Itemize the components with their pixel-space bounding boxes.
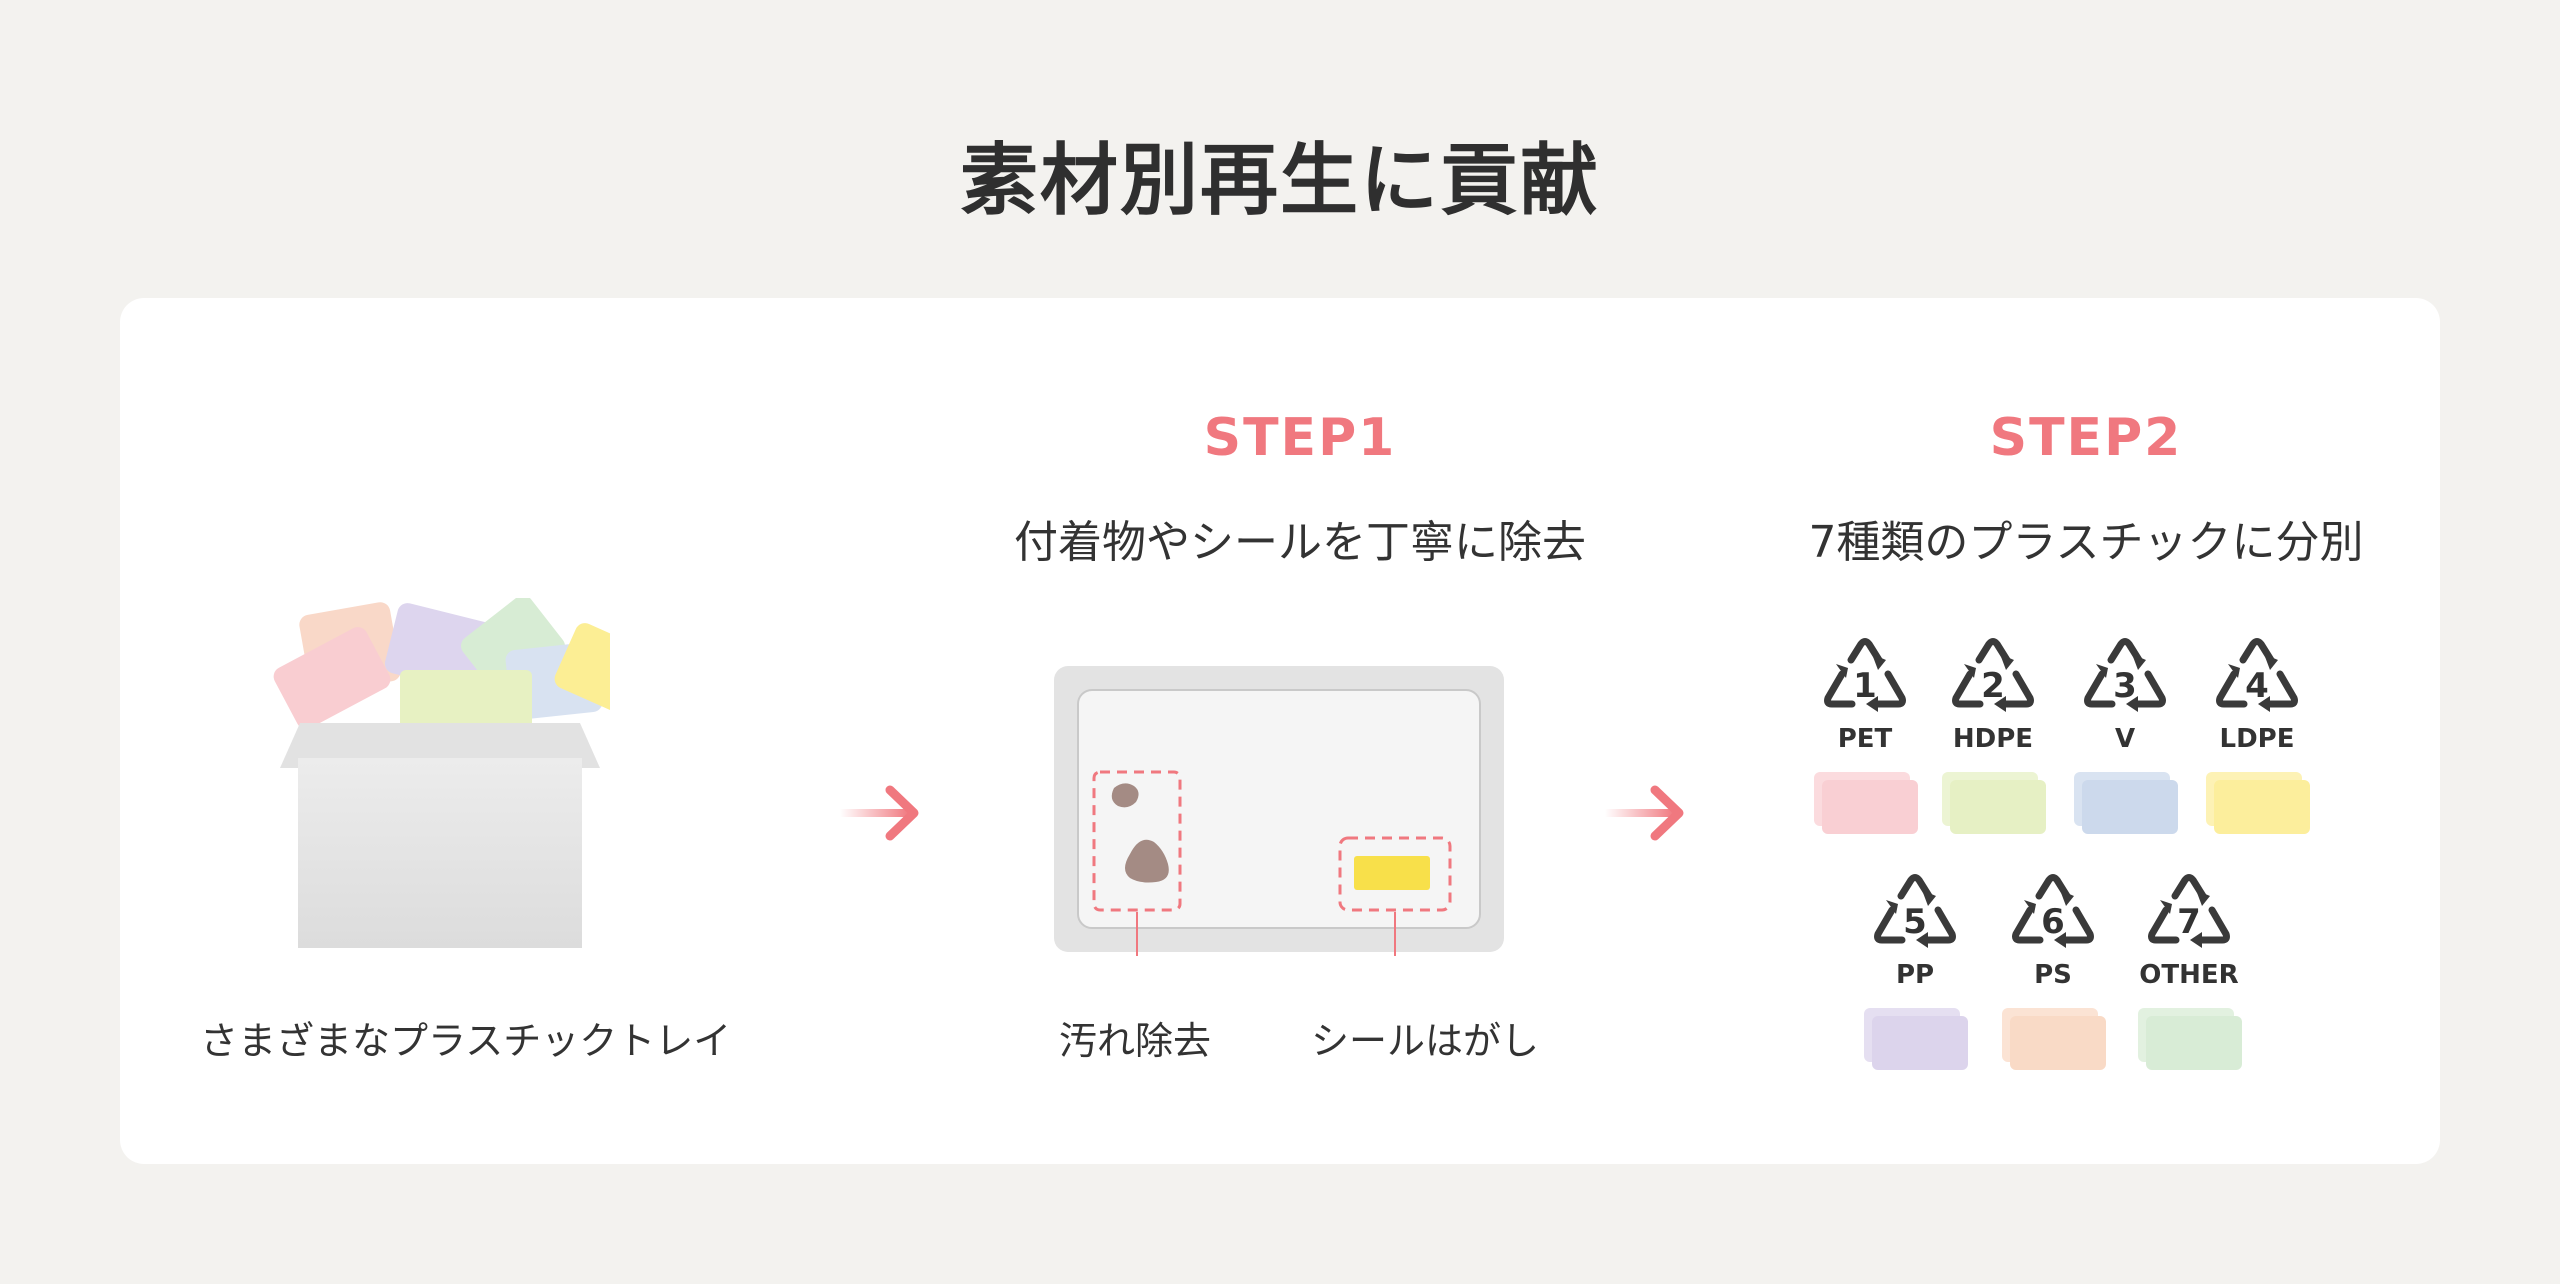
step1-description: 付着物やシールを丁寧に除去 [1014,517,1586,568]
swatch-front [1822,780,1918,834]
resin-code-name: HDPE [1952,724,2034,754]
step1-label: STEP1 [1203,408,1397,468]
resin-code-name: V [2114,724,2136,754]
swatch-front [2146,1016,2242,1070]
process-card: さまざまなプラスチックトレイ STEP1 付着物やシールを丁寧に除去 汚れ除去 … [120,298,2440,1164]
tray-swatch-5 [1864,1008,1968,1070]
stain-large [1125,839,1169,883]
swatch-front [1950,780,2046,834]
tray-swatch-1 [1814,772,1918,834]
resin-code-name: PP [1895,960,1935,990]
resin-code-number: 7 [2177,902,2201,942]
arrow-right-icon [1605,785,1684,841]
page-title: 素材別再生に貢献 [959,136,1600,226]
resin-code-number: 4 [2245,666,2269,706]
step2-description: 7種類のプラスチックに分別 [1808,517,2364,568]
recycle-icon [2084,638,2166,712]
tray-swatch-2 [1942,772,2046,834]
resin-code-name: PET [1837,724,1893,754]
recycle-icon [1874,874,1956,948]
resin-code-name: OTHER [2139,960,2239,990]
stain-small [1111,783,1139,808]
recycle-icon [2216,638,2298,712]
sticker-removal-caption: シールはがし [1310,1019,1539,1063]
tray-box-illustration [273,598,610,948]
swatch-front [2010,1016,2106,1070]
recycle-icon [2148,874,2230,948]
resin-code-name: PS [2034,960,2072,990]
dirt-removal-caption: 汚れ除去 [1058,1019,1211,1063]
tray-swatch-7 [2138,1008,2242,1070]
tray-swatch-3 [2074,772,2178,834]
recycle-icon [2012,874,2094,948]
resin-code-number: 6 [2041,902,2065,942]
tray-swatch-6 [2002,1008,2106,1070]
swatch-front [1872,1016,1968,1070]
recycle-icon [1824,638,1906,712]
step2-label: STEP2 [1989,408,2183,468]
swatch-front [2214,780,2310,834]
arrow-right-icon [840,785,919,841]
swatch-front [2082,780,2178,834]
resin-code-name: LDPE [2219,724,2295,754]
recycle-icon [1952,638,2034,712]
resin-code-number: 5 [1903,902,1927,942]
tray-cleaning-illustration [1054,666,1504,956]
trays-caption: さまざまなプラスチックトレイ [200,1019,732,1063]
resin-code-number: 2 [1981,666,2005,706]
tray-swatch-4 [2206,772,2310,834]
resin-code-number: 1 [1853,666,1877,706]
resin-code-number: 3 [2113,666,2137,706]
